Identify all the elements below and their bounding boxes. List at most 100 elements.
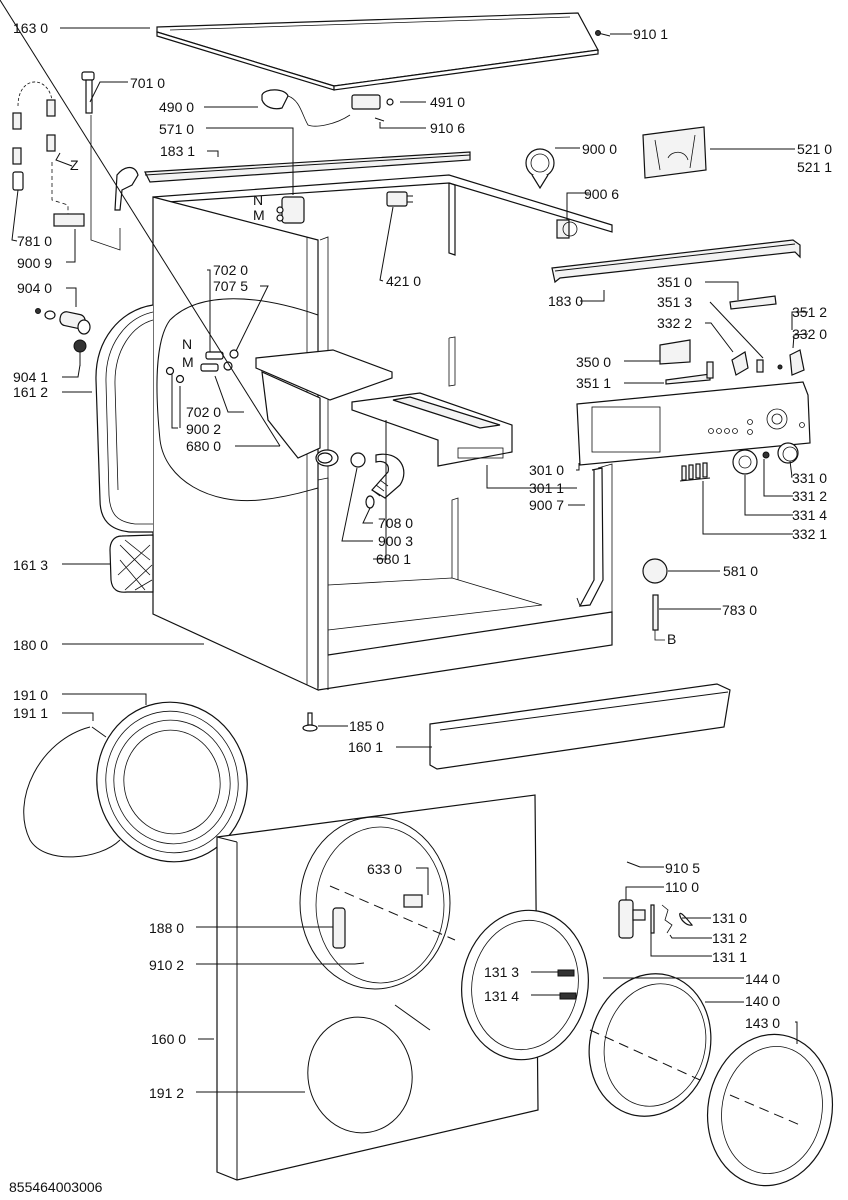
callout-191-1[interactable]: 191 1	[13, 705, 48, 721]
callout-702-0-top[interactable]: 702 0	[213, 262, 248, 278]
callout-161-2[interactable]: 161 2	[13, 384, 48, 400]
interference-filter	[386, 191, 413, 207]
door-inner-frame	[461, 909, 589, 1061]
callout-900-9[interactable]: 900 9	[17, 255, 52, 271]
footer-document-code: 855464003006	[9, 1179, 103, 1195]
callout-183-1[interactable]: 183 1	[160, 143, 195, 159]
callout-900-7[interactable]: 900 7	[529, 497, 564, 513]
callout-160-1[interactable]: 160 1	[348, 739, 383, 755]
tube-label-b: B	[667, 631, 676, 647]
callout-351-1[interactable]: 351 1	[576, 375, 611, 391]
front-rail	[551, 239, 801, 284]
callout-633-0[interactable]: 633 0	[367, 861, 402, 877]
callout-702-0-bottom[interactable]: 702 0	[186, 404, 221, 420]
callout-110-0[interactable]: 110 0	[665, 879, 699, 895]
callout-783-0[interactable]: 783 0	[722, 602, 757, 618]
callout-301-0[interactable]: 301 0	[529, 462, 564, 478]
power-cord	[261, 89, 351, 127]
callout-131-4[interactable]: 131 4	[484, 988, 519, 1004]
callout-351-3[interactable]: 351 3	[657, 294, 692, 310]
callout-900-6[interactable]: 900 6	[584, 186, 619, 202]
callout-185-0[interactable]: 185 0	[349, 718, 384, 734]
valve-label-m-top: M	[253, 207, 265, 223]
callout-491-0[interactable]: 491 0	[430, 94, 465, 110]
knobs	[732, 442, 799, 475]
pump-filter	[35, 308, 91, 335]
callout-571-0[interactable]: 571 0	[159, 121, 194, 137]
callout-180-0[interactable]: 180 0	[13, 637, 48, 653]
fill-hose	[81, 71, 139, 251]
callout-490-0[interactable]: 490 0	[159, 99, 194, 115]
callout-191-0[interactable]: 191 0	[13, 687, 48, 703]
callout-904-1[interactable]: 904 1	[13, 369, 48, 385]
callout-163-0[interactable]: 163 0	[13, 20, 48, 36]
callout-140-0[interactable]: 140 0	[745, 993, 780, 1009]
callout-521-1[interactable]: 521 1	[797, 159, 832, 175]
hose-springs	[12, 81, 69, 215]
callout-131-1[interactable]: 131 1	[712, 949, 747, 965]
callout-421-0[interactable]: 421 0	[386, 273, 421, 289]
callout-301-1[interactable]: 301 1	[529, 480, 564, 496]
callout-143-0[interactable]: 143 0	[745, 1015, 780, 1031]
callout-680-0[interactable]: 680 0	[186, 438, 221, 454]
callout-131-2[interactable]: 131 2	[712, 930, 747, 946]
detergent-drawer	[351, 392, 513, 467]
callout-900-3[interactable]: 900 3	[378, 533, 413, 549]
rear-rail	[144, 151, 471, 183]
callout-781-0[interactable]: 781 0	[17, 233, 52, 249]
screw-910-5	[626, 861, 641, 868]
pressure-switch	[642, 558, 668, 641]
hose-label-z: Z	[70, 157, 79, 173]
callout-331-4[interactable]: 331 4	[792, 507, 827, 523]
callout-331-0[interactable]: 331 0	[792, 470, 827, 486]
callout-904-0[interactable]: 904 0	[17, 280, 52, 296]
clamp-900-9	[53, 213, 85, 227]
top-lid	[156, 12, 599, 91]
callout-labels: 163 0 910 1 701 0 490 0 491 0 571 0 910 …	[9, 20, 832, 1195]
detail-blob-outline	[156, 298, 319, 502]
callout-581-0[interactable]: 581 0	[723, 563, 758, 579]
callout-910-2[interactable]: 910 2	[149, 957, 184, 973]
callout-183-0[interactable]: 183 0	[548, 293, 583, 309]
pump-seal-904-1	[73, 339, 87, 366]
clip-900-6	[556, 219, 578, 239]
callout-707-5[interactable]: 707 5	[213, 278, 248, 294]
callout-900-0[interactable]: 900 0	[582, 141, 617, 157]
callout-131-0[interactable]: 131 0	[712, 910, 747, 926]
callout-910-6[interactable]: 910 6	[430, 120, 465, 136]
screw-910-1	[595, 30, 611, 37]
callout-332-2[interactable]: 332 2	[657, 315, 692, 331]
callout-521-0[interactable]: 521 0	[797, 141, 832, 157]
callout-188-0[interactable]: 188 0	[149, 920, 184, 936]
control-panel	[576, 381, 811, 466]
callout-708-0[interactable]: 708 0	[378, 515, 413, 531]
callout-331-2[interactable]: 331 2	[792, 488, 827, 504]
cord-clamp	[351, 94, 394, 110]
screw-910-6	[374, 117, 385, 122]
door-bellows	[23, 701, 248, 863]
callout-144-0[interactable]: 144 0	[745, 971, 780, 987]
callout-680-1[interactable]: 680 1	[376, 551, 411, 567]
door-outer-ring	[706, 1033, 834, 1187]
push-buttons	[679, 462, 711, 482]
inlet-valve	[276, 196, 305, 224]
callout-332-0[interactable]: 332 0	[792, 326, 827, 342]
callout-351-0[interactable]: 351 0	[657, 274, 692, 290]
drain-hose	[350, 452, 405, 509]
callout-701-0[interactable]: 701 0	[130, 75, 165, 91]
callout-910-5[interactable]: 910 5	[665, 860, 700, 876]
callout-332-1[interactable]: 332 1	[792, 526, 827, 542]
callout-160-0[interactable]: 160 0	[151, 1031, 186, 1047]
dispenser-housing	[255, 349, 393, 467]
callout-161-3[interactable]: 161 3	[13, 557, 48, 573]
callout-350-0[interactable]: 350 0	[576, 354, 611, 370]
tube-label-m: M	[182, 354, 194, 370]
callout-900-2[interactable]: 900 2	[186, 421, 221, 437]
vent-grille	[109, 534, 154, 593]
valve-label-n-top: N	[253, 192, 263, 208]
callout-351-2[interactable]: 351 2	[792, 304, 827, 320]
callout-191-2[interactable]: 191 2	[149, 1085, 184, 1101]
callout-910-1[interactable]: 910 1	[633, 26, 668, 42]
door-handle	[618, 899, 694, 939]
callout-131-3[interactable]: 131 3	[484, 964, 519, 980]
